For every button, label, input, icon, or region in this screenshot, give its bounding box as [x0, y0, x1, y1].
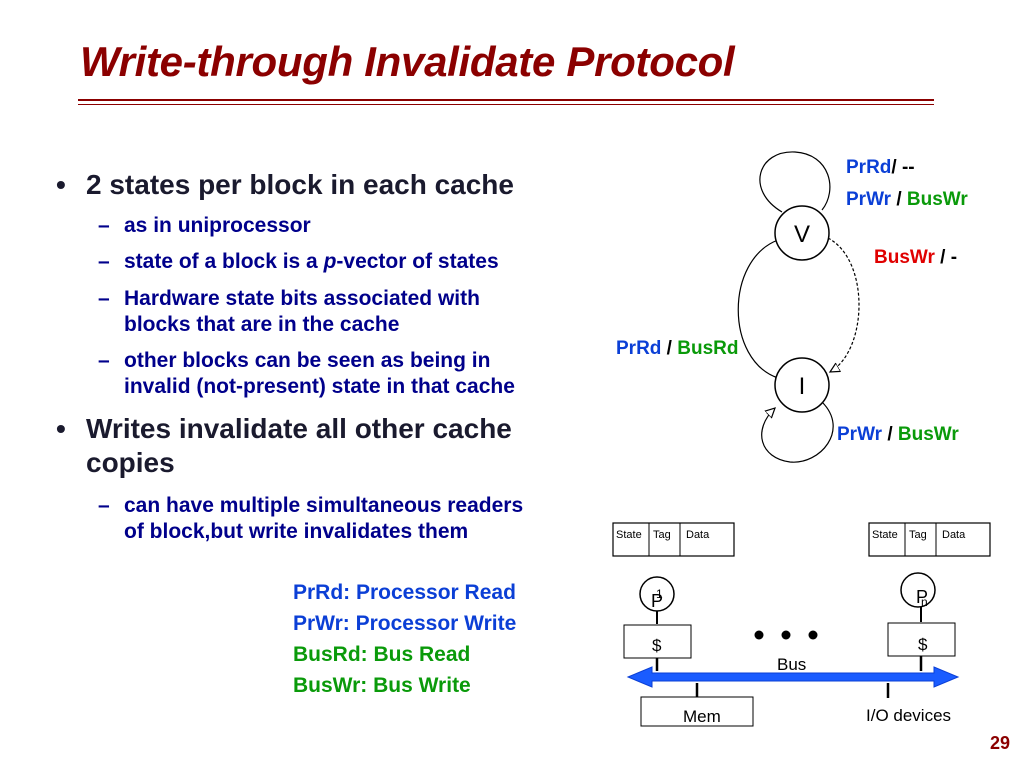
- sub-text-post: -vector of states: [336, 250, 499, 273]
- dash: –: [98, 287, 110, 310]
- legend-prwr: PrWr: Processor Write: [293, 612, 517, 635]
- processor-n-circle: [900, 572, 936, 608]
- cache-box-n-label: $: [918, 635, 928, 654]
- bus-label: Bus: [777, 655, 806, 674]
- bullet-text-line1: Writes invalidate all other cache: [86, 413, 512, 444]
- ellipsis-dot: [754, 630, 764, 640]
- ellipsis-dot: [781, 630, 791, 640]
- bullet-dot: •: [56, 413, 66, 444]
- sub-text-line2: blocks that are in the cache: [124, 313, 400, 336]
- sub-bullet-other-blocks: – other blocks can be seen as being in i…: [98, 348, 515, 400]
- v-to-i-label: BusWr / -: [874, 247, 958, 268]
- v-to-i-edge: [827, 237, 860, 372]
- cache-box-1-label: $: [652, 636, 662, 655]
- dash: –: [98, 349, 110, 372]
- i-to-v-edge: [737, 239, 779, 379]
- sub-text-pre: state of a block is a: [124, 250, 324, 273]
- state-i-circle: [774, 357, 830, 413]
- legend-busrd: BusRd: Bus Read: [293, 643, 471, 666]
- sub-text-line2: of block,but write invalidates them: [124, 520, 469, 543]
- cache-table-left: [612, 522, 735, 557]
- bullet-text-line2: copies: [86, 447, 175, 478]
- sub-bullet-p-vector: – state of a block is a p-vector of stat…: [98, 249, 499, 275]
- processor-1-label: P: [651, 591, 663, 611]
- memory-label: Mem: [683, 707, 721, 726]
- legend-prrd: PrRd: Processor Read: [293, 581, 516, 604]
- bus-arrow: [626, 666, 960, 688]
- cache-col-state: State: [616, 529, 642, 541]
- cache-table-right: [868, 522, 991, 557]
- sub-bullet-hardware-bits: – Hardware state bits associated with bl…: [98, 286, 480, 338]
- memory-box: [640, 696, 754, 727]
- sub-text-line1: can have multiple simultaneous readers: [124, 494, 524, 517]
- bullet-states-per-block: • 2 states per block in each cache: [56, 168, 514, 202]
- bullet-dot: •: [56, 169, 66, 200]
- slide-title: Write-through Invalidate Protocol: [80, 38, 735, 85]
- legend-buswr: BusWr: Bus Write: [293, 674, 471, 697]
- cache-col-data: Data: [686, 529, 710, 541]
- bullet-writes-invalidate: • Writes invalidate all other cache copi…: [56, 412, 512, 480]
- sub-text: as in uniprocessor: [124, 214, 311, 237]
- io-devices-label: I/O devices: [866, 706, 951, 725]
- ellipsis-dot: [808, 630, 818, 640]
- page-number: 29: [989, 733, 1010, 753]
- sub-text-emphasis: p: [323, 250, 337, 273]
- dash: –: [98, 250, 110, 273]
- state-v-circle: [774, 205, 830, 261]
- cache-col-tag: Tag: [909, 529, 927, 541]
- processor-n-label: P: [916, 587, 928, 607]
- cache-col-tag: Tag: [653, 529, 671, 541]
- title-underline: [78, 99, 934, 101]
- sub-text-line2: invalid (not-present) state in that cach…: [124, 375, 515, 398]
- cache-col-data: Data: [942, 529, 966, 541]
- processor-1-subscript: 1: [656, 587, 663, 601]
- bullet-text: 2 states per block in each cache: [86, 169, 514, 200]
- sub-text-line1: other blocks can be seen as being in: [124, 349, 491, 372]
- i-self-loop-label: PrWr / BusWr: [837, 424, 959, 445]
- processor-n-subscript: n: [921, 595, 928, 609]
- v-self-loop-edge: [759, 151, 831, 213]
- sub-bullet-multiple-readers: – can have multiple simultaneous readers…: [98, 493, 524, 545]
- title-underline-thin: [78, 104, 934, 105]
- dash: –: [98, 494, 110, 517]
- cache-box-n: [887, 622, 956, 657]
- v-self-loop-label-2: PrWr / BusWr: [846, 189, 968, 210]
- i-to-v-label: PrRd / BusRd: [616, 338, 739, 359]
- sub-bullet-uniprocessor: – as in uniprocessor: [98, 213, 311, 239]
- dash: –: [98, 214, 110, 237]
- cache-box-1: [623, 624, 692, 659]
- v-self-loop-label-1: PrRd/ --: [846, 157, 915, 178]
- cache-col-state: State: [872, 529, 898, 541]
- state-v-label: V: [794, 221, 810, 248]
- state-i-label: I: [799, 373, 806, 400]
- sub-text-line1: Hardware state bits associated with: [124, 287, 480, 310]
- i-self-loop-edge: [761, 401, 834, 463]
